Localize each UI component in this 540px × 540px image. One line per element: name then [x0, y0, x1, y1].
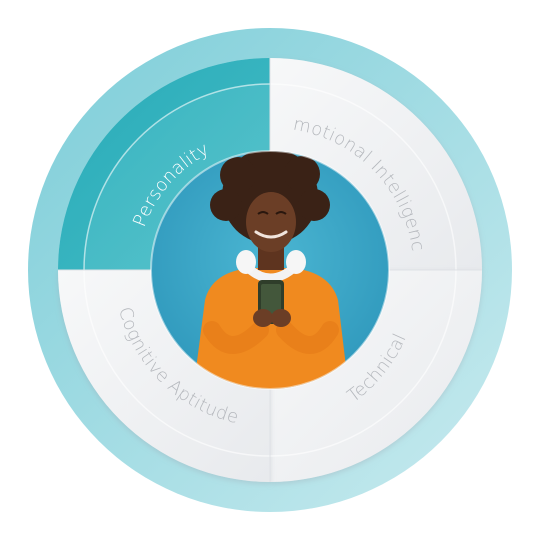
- center-photo: [151, 151, 389, 389]
